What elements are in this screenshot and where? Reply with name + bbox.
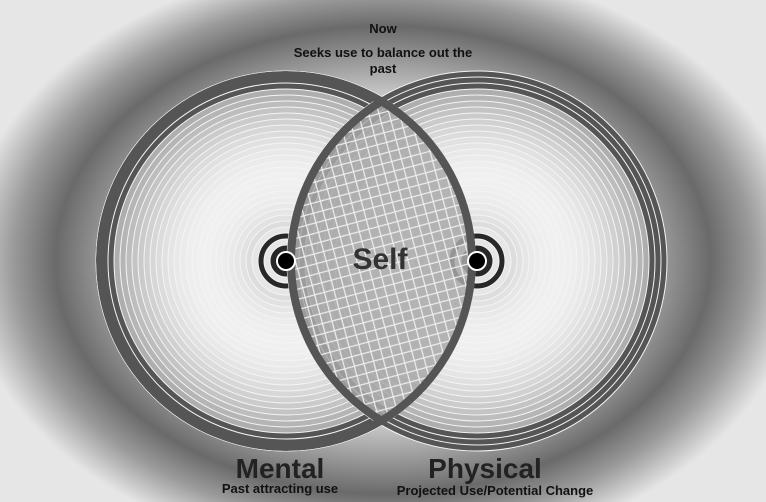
physical-center-dot bbox=[467, 251, 487, 271]
now-description: Seeks use to balance out the past bbox=[293, 45, 473, 76]
self-label: Self bbox=[352, 243, 408, 276]
physical-description: Projected Use/Potential Change bbox=[396, 483, 594, 498]
now-label: Now bbox=[369, 21, 397, 36]
mental-label: Mental bbox=[235, 453, 325, 484]
physical-label: Physical bbox=[428, 453, 542, 484]
mental-description: Past attracting use bbox=[221, 481, 339, 496]
mental-center-dot bbox=[276, 251, 296, 271]
